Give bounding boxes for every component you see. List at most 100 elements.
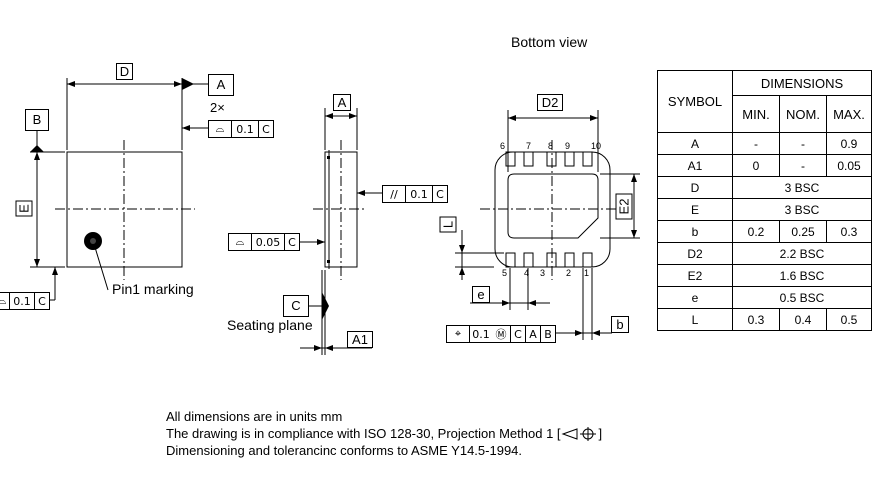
- e2-label: E2: [615, 193, 633, 220]
- e-label: E: [15, 200, 33, 217]
- bsc-cell: 0.5 BSC: [732, 286, 872, 309]
- symbol-cell: b: [657, 220, 733, 243]
- l-label: L: [439, 216, 457, 233]
- symbol-header: SYMBOL: [657, 70, 733, 133]
- pin-label-4: 4: [524, 268, 530, 278]
- min-cell: 0.2: [732, 220, 780, 243]
- nom-cell: -: [779, 132, 827, 155]
- max-cell: 0.5: [826, 308, 872, 331]
- parallelism-icon: //: [383, 186, 406, 202]
- bottom-view-title: Bottom view: [511, 34, 588, 50]
- d2-label: D2: [537, 94, 563, 111]
- a-dim-label: A: [333, 94, 351, 111]
- pin-label-1: 1: [584, 268, 590, 278]
- note-projection-end: ]: [598, 426, 603, 441]
- max-cell: 0.3: [826, 220, 872, 243]
- symbol-cell: e: [657, 286, 733, 309]
- min-cell: -: [732, 132, 780, 155]
- datum-a-triangle: [182, 78, 194, 90]
- profile-surface-icon: ⌓: [209, 121, 232, 137]
- bsc-cell: 3 BSC: [732, 198, 872, 221]
- pin-label-3: 3: [540, 268, 546, 278]
- a1-label: A1: [347, 331, 373, 348]
- pin-10: [582, 151, 593, 167]
- pin-label-6: 6: [500, 141, 506, 151]
- first-angle-projection-icon: [561, 426, 596, 441]
- note-projection: The drawing is in compliance with ISO 12…: [166, 425, 602, 442]
- max-cell: 0.05: [826, 154, 872, 177]
- b-label: b: [611, 316, 629, 333]
- symbol-cell: E2: [657, 264, 733, 287]
- datum-ref: C: [262, 122, 270, 136]
- left-profile-fcf: ⌓ 0.1 C: [0, 292, 50, 310]
- tolerance-value: 0.1: [232, 121, 259, 137]
- table-row: A--0.9: [657, 132, 872, 155]
- datum-ref-a: A: [526, 326, 541, 342]
- tolerance-value: 0.05: [252, 234, 285, 250]
- pin-label-8: 8: [548, 141, 554, 151]
- datum-c-triangle: [322, 292, 329, 320]
- symbol-cell: L: [657, 308, 733, 331]
- pin1-label: Pin1 marking: [112, 281, 194, 297]
- nom-cell: 0.4: [779, 308, 827, 331]
- top-view-arrows: [30, 78, 194, 275]
- notes: All dimensions are in units mm The drawi…: [166, 408, 602, 459]
- datum-b-triangle: [30, 145, 44, 152]
- symbol-cell: D: [657, 176, 733, 199]
- datum-ref-b: B: [544, 327, 552, 341]
- tolerance-value: 0.1: [10, 293, 35, 309]
- max-cell: 0.9: [826, 132, 872, 155]
- side-view-arrows: [314, 113, 365, 351]
- position-icon: ⌖: [447, 326, 470, 342]
- datum-ref: C: [436, 187, 444, 201]
- symbol-cell: E: [657, 198, 733, 221]
- note-units: All dimensions are in units mm: [166, 409, 343, 424]
- min-cell: 0.3: [732, 308, 780, 331]
- datum-ref: C: [38, 294, 46, 308]
- nom-header: NOM.: [779, 95, 827, 133]
- bottom-view-arrows: [459, 115, 637, 336]
- pin-4: [523, 252, 534, 268]
- max-header: MAX.: [826, 95, 872, 133]
- pin-5: [505, 252, 516, 268]
- datum-c-box: C: [283, 295, 309, 317]
- nom-cell: 0.25: [779, 220, 827, 243]
- symbol-cell: A: [657, 132, 733, 155]
- pin-2: [564, 252, 575, 268]
- profile-surface-icon: ⌓: [0, 293, 10, 309]
- exposed-pad: [507, 173, 599, 239]
- side-profile-fcf: ⌓ 0.05 C: [228, 233, 300, 251]
- tolerance-value: 0.1: [472, 327, 490, 341]
- pin-9: [564, 151, 575, 167]
- min-cell: 0: [732, 154, 780, 177]
- min-header: MIN.: [732, 95, 780, 133]
- mmc-icon: Ⓜ: [492, 326, 511, 342]
- bsc-cell: 1.6 BSC: [732, 264, 872, 287]
- bsc-cell: 2.2 BSC: [732, 242, 872, 265]
- d-label: D: [116, 63, 133, 80]
- pin-label-2: 2: [566, 268, 572, 278]
- datum-a-box: A: [208, 74, 234, 96]
- two-x-label: 2×: [210, 100, 225, 115]
- pin-label-5: 5: [502, 268, 508, 278]
- bsc-cell: 3 BSC: [732, 176, 872, 199]
- position-fcf: ⌖ 0.1 Ⓜ C A B: [446, 325, 556, 343]
- pin-3: [546, 252, 557, 268]
- profile-surface-icon: ⌓: [229, 234, 252, 250]
- symbol-cell: A1: [657, 154, 733, 177]
- parallel-fcf: // 0.1 C: [382, 185, 448, 203]
- nom-cell: -: [779, 154, 827, 177]
- datum-ref: C: [288, 235, 296, 249]
- seating-plane-label: Seating plane: [227, 317, 313, 333]
- tolerance-value: 0.1: [406, 186, 433, 202]
